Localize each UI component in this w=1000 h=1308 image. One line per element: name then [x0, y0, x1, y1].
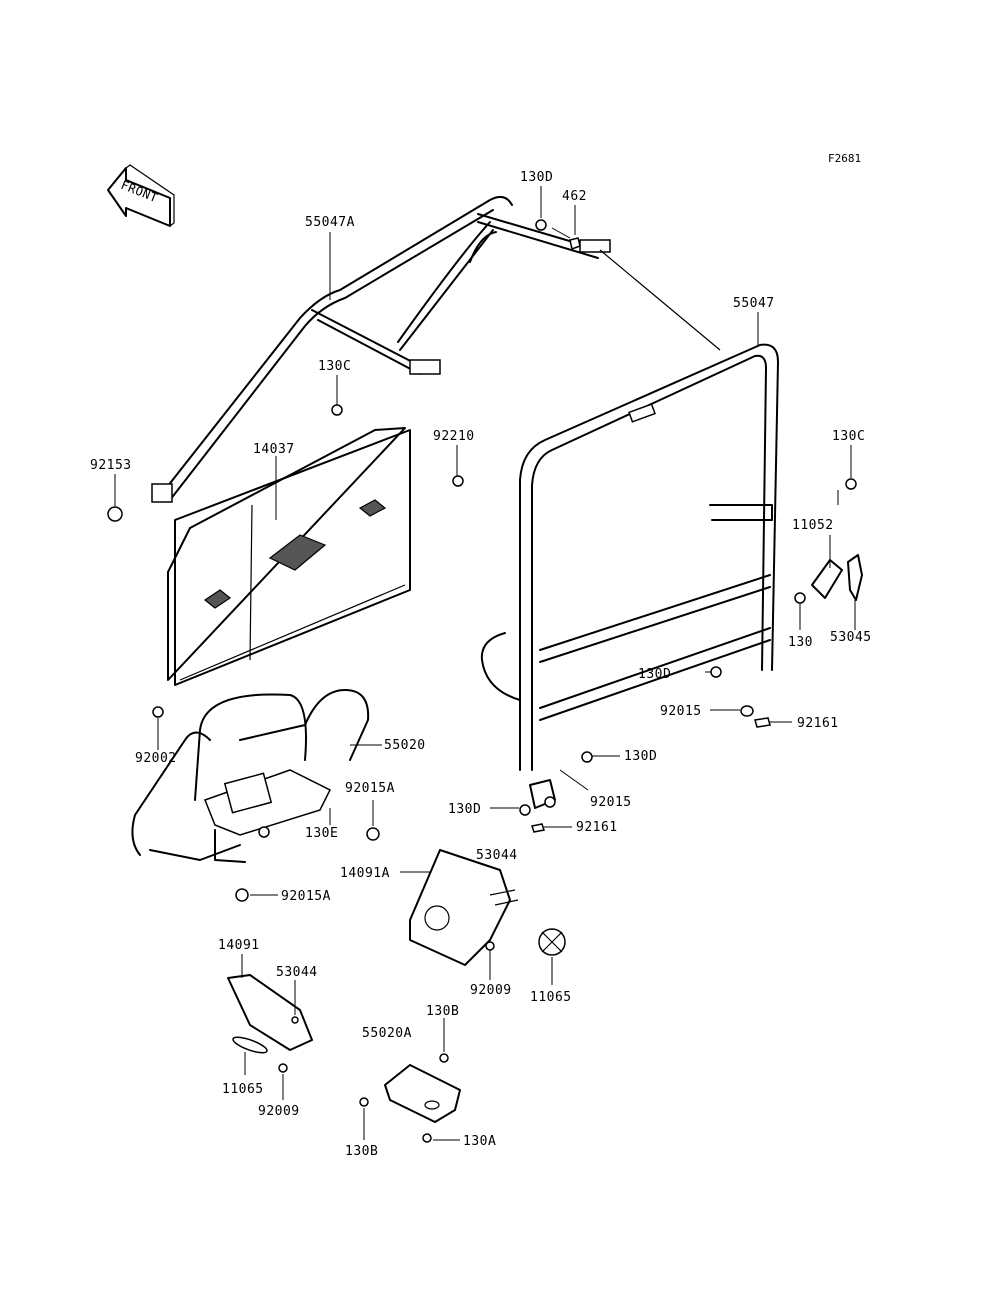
label-92161-r1: 92161 [797, 716, 839, 731]
label-53044-2: 53044 [276, 965, 318, 980]
label-130B-1: 130B [426, 1004, 459, 1019]
label-130C-mid: 130C [318, 359, 351, 374]
label-92015A-2: 92015A [281, 889, 331, 904]
roll-bar-upper [151, 195, 611, 503]
screen-mesh-icon [203, 499, 387, 609]
label-130D-r3: 130D [448, 802, 481, 817]
label-130C-right: 130C [832, 429, 865, 444]
label-55047: 55047 [733, 296, 775, 311]
skid-plate-small [227, 974, 313, 1054]
label-130D-top: 130D [520, 170, 553, 185]
front-arrow-icon: FRONT [107, 164, 175, 227]
part-labels: 55047A 130D 462 55047 130C 92210 14037 9… [90, 170, 872, 1159]
label-92161-r2: 92161 [576, 820, 618, 835]
label-92015-r2: 92015 [590, 795, 632, 810]
skid-plate-front [409, 849, 519, 966]
label-92015A-1: 92015A [345, 781, 395, 796]
latch-assembly [811, 535, 863, 630]
figure-code: F2681 [828, 152, 861, 165]
label-92015-r1: 92015 [660, 704, 702, 719]
front-bumper [131, 689, 370, 863]
label-14037: 14037 [253, 442, 295, 457]
label-92153: 92153 [90, 458, 132, 473]
label-92009-2: 92009 [258, 1104, 300, 1119]
label-92210: 92210 [433, 429, 475, 444]
label-462: 462 [562, 189, 587, 204]
label-92009-1: 92009 [470, 983, 512, 998]
label-130: 130 [788, 635, 813, 650]
hardware-bolts [107, 219, 857, 1143]
label-53045: 53045 [830, 630, 872, 645]
label-14091: 14091 [218, 938, 260, 953]
label-55020A: 55020A [362, 1026, 412, 1041]
label-130B-2: 130B [345, 1144, 378, 1159]
label-11065-2: 11065 [222, 1082, 264, 1097]
cap-icon [538, 928, 566, 956]
label-92002: 92002 [135, 751, 177, 766]
label-53044-1: 53044 [476, 848, 518, 863]
roll-cage-main [480, 249, 779, 809]
label-130D-r1: 130D [638, 667, 671, 682]
label-11052: 11052 [792, 518, 834, 533]
label-55020: 55020 [384, 738, 426, 753]
label-130E: 130E [305, 826, 338, 841]
label-14091A: 14091A [340, 866, 390, 881]
label-11065-1: 11065 [530, 990, 572, 1005]
rear-screen [167, 427, 411, 686]
skid-bracket [384, 1064, 461, 1123]
leader-lines [114, 186, 852, 1141]
label-130D-r2: 130D [624, 749, 657, 764]
label-55047A: 55047A [305, 215, 355, 230]
label-130A: 130A [463, 1134, 496, 1149]
